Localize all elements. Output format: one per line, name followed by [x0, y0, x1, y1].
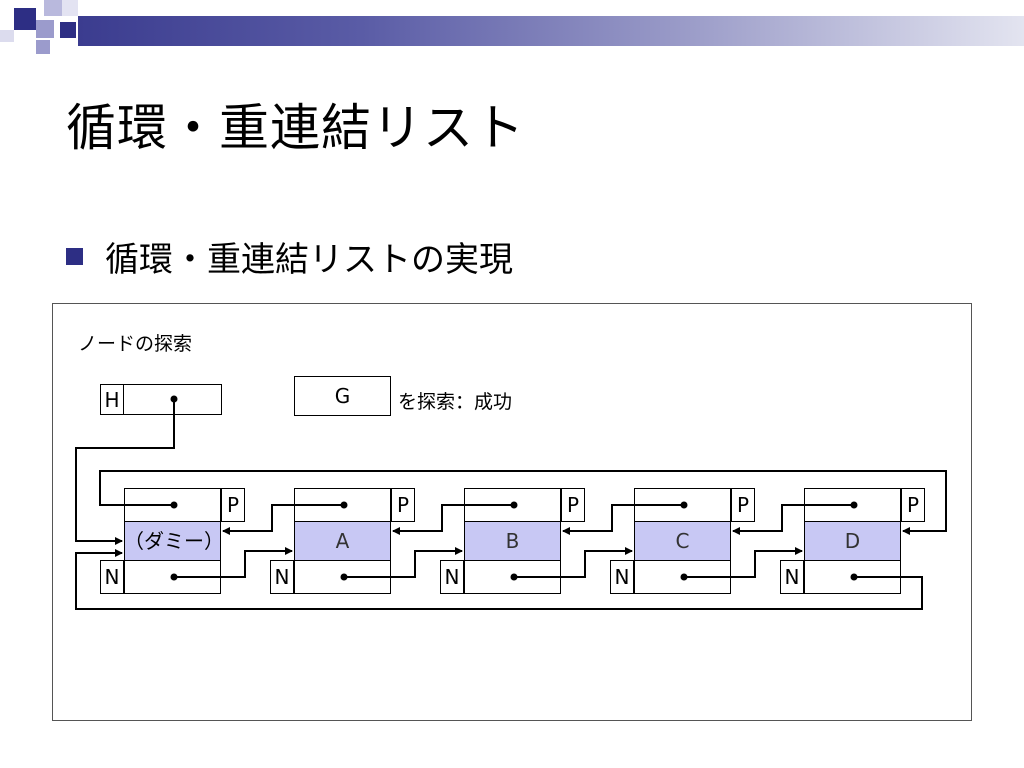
next-label: N [274, 565, 290, 589]
next-label-cell [610, 560, 634, 594]
head-label-cell [100, 384, 124, 415]
next-label: N [444, 565, 460, 589]
next-pointer-arrow [514, 547, 633, 578]
prev-pointer-arrow [393, 504, 514, 532]
prev-label: P [566, 493, 580, 517]
search-key: G [334, 384, 351, 408]
node-data-label: B [505, 529, 520, 553]
node-data-cell [124, 521, 221, 561]
next-label-cell [100, 560, 124, 594]
diagram-frame [52, 303, 972, 721]
prev-label-cell [391, 488, 415, 522]
prev-label-cell [731, 488, 755, 522]
next-label-cell [780, 560, 804, 594]
bullet-text: 循環・重連結リストの実現 [105, 240, 513, 280]
node-data-label: （ダミー） [124, 529, 224, 553]
bullet-square-icon [66, 248, 83, 265]
title-bar-gradient [78, 16, 1024, 46]
next-pointer-arrow [684, 547, 803, 578]
diagram-caption: ノードの探索 [78, 333, 193, 355]
prev-pointer-arrow [563, 504, 684, 532]
tail-next-wrap-arrow [75, 549, 923, 610]
node-data-label: A [335, 529, 350, 553]
corner-decoration [0, 0, 80, 60]
prev-pointer-arrow [733, 504, 854, 532]
next-label: N [614, 565, 630, 589]
next-label-cell [270, 560, 294, 594]
search-result-note: を探索：成功 [398, 391, 513, 413]
node-data-cell [464, 521, 561, 561]
prev-label: P [906, 493, 920, 517]
prev-label: P [396, 493, 410, 517]
next-label-cell [440, 560, 464, 594]
prev-label-cell [901, 488, 925, 522]
prev-label: P [736, 493, 750, 517]
node-data-label: D [844, 529, 861, 553]
head-pointer-arrow [75, 399, 175, 545]
next-label: N [784, 565, 800, 589]
slide-title: 循環・重連結リスト [66, 99, 525, 157]
next-pointer-arrow [174, 547, 293, 578]
node-data-label: C [675, 529, 690, 553]
next-label: N [104, 565, 120, 589]
dummy-prev-wrap-arrow [99, 470, 947, 535]
search-key-box [294, 376, 391, 416]
prev-pointer-arrow [223, 504, 344, 532]
prev-label-cell [561, 488, 585, 522]
bullet-item: 循環・重連結リストの実現 [66, 232, 513, 281]
prev-label: P [226, 493, 240, 517]
prev-label-cell [221, 488, 245, 522]
head-label: H [104, 388, 120, 412]
next-pointer-arrow [344, 547, 463, 578]
